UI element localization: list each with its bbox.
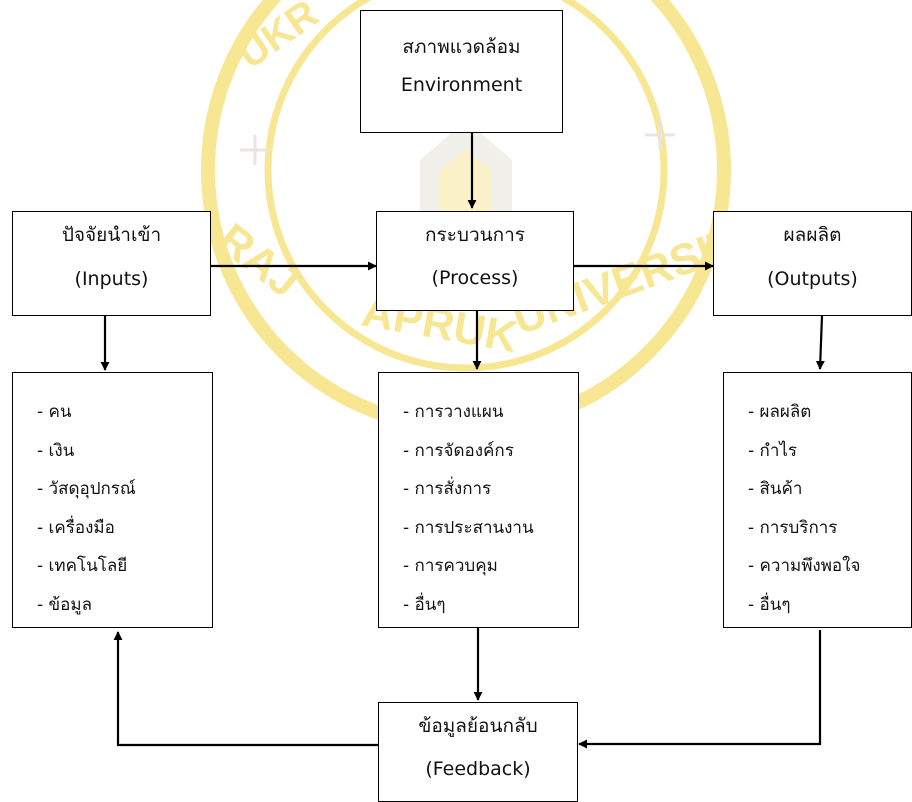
environment-title-th: สภาพแวดล้อม (402, 36, 521, 58)
process-list: การวางแผน การจัดองค์กร การสั่งการ การประ… (379, 373, 578, 624)
inputs-title-en: (Inputs) (74, 268, 149, 290)
list-item: อื่นๆ (748, 586, 911, 625)
process-title-th: กระบวนการ (424, 224, 525, 246)
feedback-box: ข้อมูลย้อนกลับ (Feedback) (378, 702, 578, 802)
list-item: การประสานงาน (403, 509, 578, 548)
outputs-title-th: ผลผลิต (783, 224, 842, 246)
feedback-title-th: ข้อมูลย้อนกลับ (418, 715, 538, 737)
list-item: การควบคุม (403, 547, 578, 586)
list-item: อื่นๆ (403, 586, 578, 625)
feedback-title-en: (Feedback) (425, 758, 531, 780)
arrow-outputs-to-list (815, 315, 825, 370)
list-item: สินค้า (748, 470, 911, 509)
inputs-title-th: ปัจจัยนำเข้า (61, 224, 162, 246)
list-item: การบริการ (748, 509, 911, 548)
outputs-box: ผลผลิต (Outputs) (713, 211, 912, 316)
environment-title-en: Environment (400, 74, 523, 96)
list-item: คน (37, 393, 212, 432)
inputs-box: ปัจจัยนำเข้า (Inputs) (12, 211, 211, 316)
environment-box: สภาพแวดล้อม Environment (360, 10, 563, 133)
list-item: การจัดองค์กร (403, 432, 578, 471)
list-item: เทคโนโลยี (37, 547, 212, 586)
process-box: กระบวนการ (Process) (376, 211, 574, 311)
outputs-list-box: ผลผลิต กำไร สินค้า การบริการ ความพึงพอใจ… (723, 372, 912, 628)
list-item: การสั่งการ (403, 470, 578, 509)
process-title-en: (Process) (431, 267, 519, 289)
list-item: เครื่องมือ (37, 509, 212, 548)
outputs-title-en: (Outputs) (767, 268, 858, 290)
list-item: ข้อมูล (37, 586, 212, 625)
arrow-feedback-to-inputs-list (113, 631, 378, 747)
list-item: วัสดุอุปกรณ์ (37, 470, 212, 509)
process-list-box: การวางแผน การจัดองค์กร การสั่งการ การประ… (378, 372, 579, 628)
inputs-list: คน เงิน วัสดุอุปกรณ์ เครื่องมือ เทคโนโลย… (13, 373, 212, 624)
outputs-list: ผลผลิต กำไร สินค้า การบริการ ความพึงพอใจ… (724, 373, 911, 624)
list-item: เงิน (37, 432, 212, 471)
list-item: ผลผลิต (748, 393, 911, 432)
inputs-list-box: คน เงิน วัสดุอุปกรณ์ เครื่องมือ เทคโนโลย… (12, 372, 213, 628)
list-item: กำไร (748, 432, 911, 471)
list-item: การวางแผน (403, 393, 578, 432)
list-item: ความพึงพอใจ (748, 547, 911, 586)
arrow-outputs-list-to-feedback (578, 630, 822, 749)
